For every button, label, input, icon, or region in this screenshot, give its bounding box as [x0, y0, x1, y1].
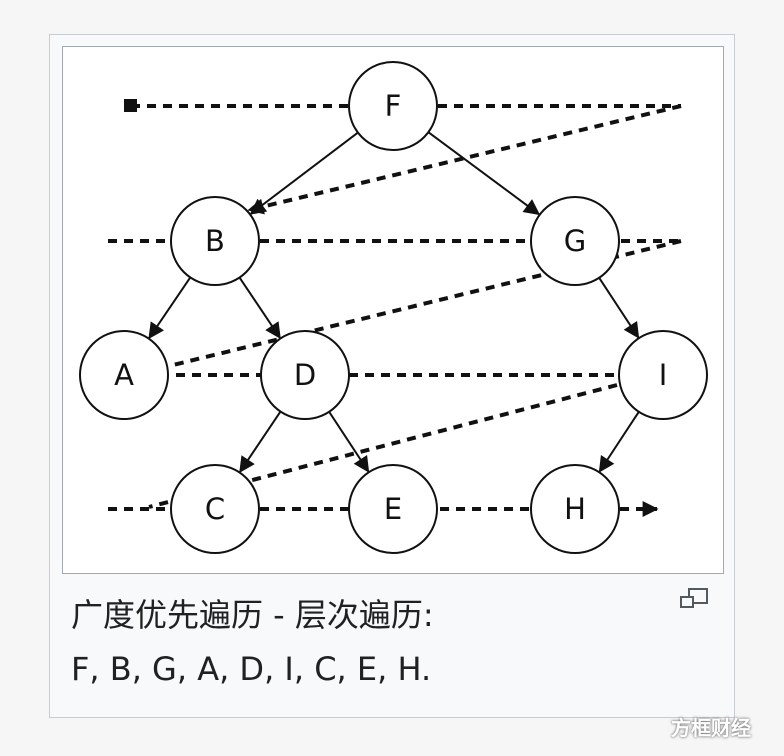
- node-circle: [260, 330, 350, 420]
- node-label: G: [564, 224, 586, 258]
- node-G: G: [530, 196, 620, 286]
- tree-nodes: F B G A D I C E H: [79, 61, 708, 554]
- node-circle: [170, 196, 260, 286]
- edge-B-A: [148, 276, 192, 340]
- node-circle: [618, 330, 708, 420]
- node-circle: [348, 464, 438, 554]
- edge-G-I: [598, 277, 640, 339]
- node-I: I: [618, 330, 708, 420]
- node-E: E: [348, 464, 438, 554]
- tree-diagram: F B G A D I C E H: [62, 46, 724, 574]
- edge-I-H: [598, 411, 640, 473]
- node-label: C: [205, 492, 225, 526]
- tree-svg: F B G A D I C E H: [79, 61, 708, 554]
- node-D: D: [260, 330, 350, 420]
- node-H: H: [530, 464, 620, 554]
- tree-edges: [148, 131, 640, 473]
- edge-B-D: [238, 276, 281, 339]
- node-A: A: [79, 330, 169, 420]
- node-circle: [79, 330, 169, 420]
- edge-F-G: [427, 131, 541, 216]
- node-circle: [530, 196, 620, 286]
- traversal-path: [108, 104, 682, 517]
- edge-D-C: [239, 410, 282, 473]
- node-label: I: [659, 358, 668, 392]
- start-marker: [124, 99, 137, 112]
- node-B: B: [170, 196, 260, 286]
- node-label: F: [385, 89, 402, 123]
- node-label: E: [384, 492, 402, 526]
- node-circle: [170, 464, 260, 554]
- node-label: B: [205, 224, 225, 258]
- node-F: F: [348, 61, 438, 151]
- node-circle: [348, 61, 438, 151]
- node-C: C: [170, 464, 260, 554]
- enlarge-icon[interactable]: [677, 586, 713, 612]
- node-label: A: [114, 358, 134, 392]
- node-circle: [530, 464, 620, 554]
- watermark: 方框财经: [671, 716, 751, 740]
- edge-D-E: [328, 411, 370, 473]
- caption-sequence: F, B, G, A, D, I, C, E, H.: [71, 650, 432, 688]
- caption-title: 广度优先遍历 - 层次遍历:: [71, 596, 434, 634]
- edge-F-B: [249, 131, 359, 215]
- node-label: H: [564, 492, 586, 526]
- node-label: D: [294, 358, 316, 392]
